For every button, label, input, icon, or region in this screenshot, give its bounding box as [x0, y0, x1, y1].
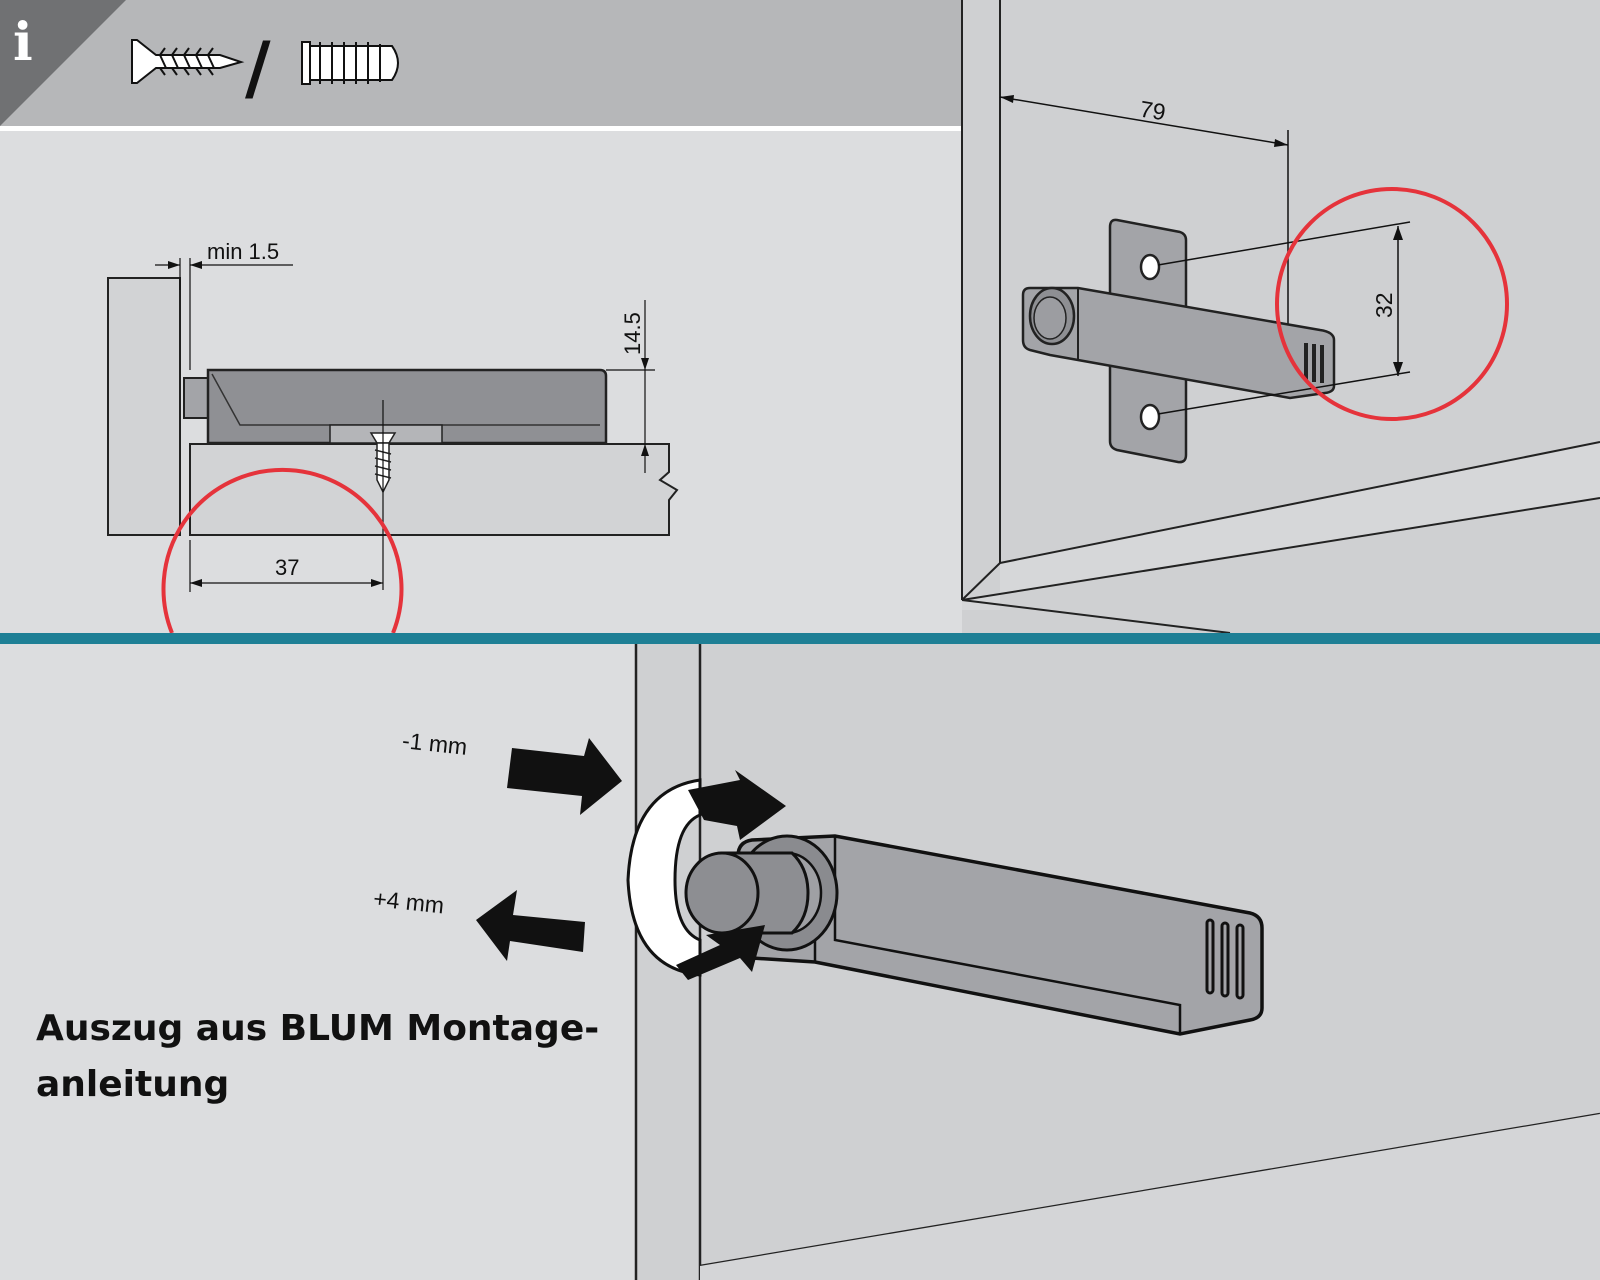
height-dimension: 14.5 — [620, 312, 645, 355]
countersunk-screw-icon — [131, 39, 245, 84]
min-gap-dimension: min 1.5 — [207, 239, 279, 264]
minus-adjust-arrow — [507, 738, 622, 815]
caption-line-1: Auszug aus BLUM Montage- — [36, 1008, 599, 1049]
info-corner — [0, 0, 126, 126]
side-detail: min 1.5 14.5 37 — [107, 239, 679, 634]
screw-separator: / — [245, 27, 271, 109]
depth-dimension: 79 — [1138, 96, 1167, 126]
hole-spacing-dimension: 32 — [1371, 292, 1397, 318]
adjustment-detail: -1 mm +4 mm Auszug aus BLUM Montage- anl… — [0, 644, 1600, 1280]
highlight-circle-top-right — [1275, 187, 1509, 421]
info-icon: i — [13, 12, 33, 73]
highlight-circle-left — [161, 467, 404, 634]
perspective-detail: 79 32 — [961, 0, 1600, 634]
euro-screw-icon — [301, 41, 399, 85]
plus-adjust-arrow — [476, 890, 585, 961]
header-band: i / — [0, 0, 962, 131]
caption-line-2: anleitung — [36, 1064, 229, 1105]
offset-dimension: 37 — [275, 555, 299, 580]
section-divider — [0, 633, 1600, 644]
